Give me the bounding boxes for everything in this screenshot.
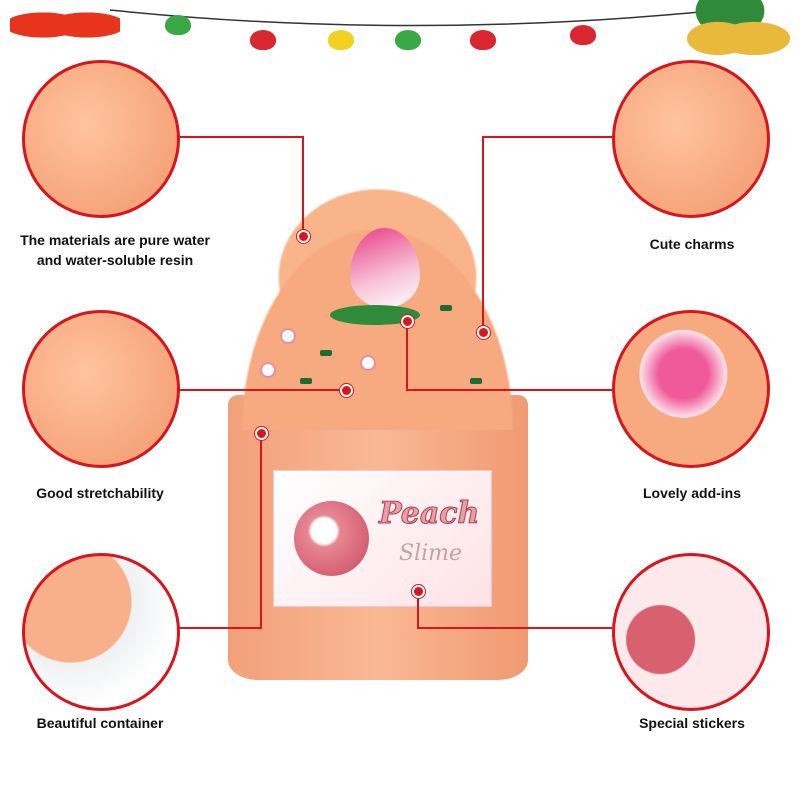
label-materials-line1: The materials are pure water xyxy=(20,232,210,248)
leaf-charm xyxy=(330,305,420,325)
callout-dot xyxy=(255,427,268,440)
connector-line xyxy=(482,136,612,138)
connector-line xyxy=(178,136,304,138)
sticker-title: Peach xyxy=(378,496,480,532)
detail-circle-materials xyxy=(22,60,180,218)
light-bulb-icon xyxy=(395,30,421,50)
callout-dot xyxy=(297,230,310,243)
detail-circle-stickers xyxy=(612,553,770,711)
connector-line xyxy=(482,136,484,331)
connector-line xyxy=(406,320,408,390)
jar-sticker: Peach Slime xyxy=(273,470,492,607)
connector-line xyxy=(178,627,262,629)
label-container: Beautiful container xyxy=(36,715,164,731)
connector-line xyxy=(417,590,419,628)
callout-dot xyxy=(401,315,414,328)
connector-line xyxy=(178,389,346,391)
peach-illustration xyxy=(294,501,369,576)
connector-line xyxy=(417,627,612,629)
callout-dot xyxy=(412,585,425,598)
bow-icon xyxy=(10,0,120,50)
detail-circle-addins xyxy=(612,310,770,468)
connector-line xyxy=(302,136,304,236)
detail-circle-container xyxy=(22,553,180,711)
light-bulb-icon xyxy=(570,25,596,45)
label-stretch: Good stretchability xyxy=(36,485,164,501)
sprinkle xyxy=(440,305,452,311)
detail-circle-stretch xyxy=(22,310,180,468)
light-bulb-icon xyxy=(165,15,191,35)
sticker-subtitle: Slime xyxy=(399,541,463,566)
label-addins: Lovely add-ins xyxy=(642,485,742,501)
peach-slice-charm xyxy=(280,328,296,344)
label-charms: Cute charms xyxy=(649,236,735,252)
garland-string xyxy=(109,9,701,27)
sprinkle xyxy=(470,378,482,384)
label-materials: The materials are pure water and water-s… xyxy=(0,230,230,270)
peach-charm xyxy=(350,228,420,308)
connector-line xyxy=(406,389,612,391)
light-bulb-icon xyxy=(250,30,276,50)
label-stickers: Special stickers xyxy=(639,715,745,731)
light-bulb-icon xyxy=(328,30,354,50)
bells-icon xyxy=(670,0,790,55)
detail-circle-charms xyxy=(612,60,770,218)
sprinkle xyxy=(300,378,312,384)
sprinkle xyxy=(320,350,332,356)
connector-line xyxy=(260,432,262,629)
light-bulb-icon xyxy=(470,30,496,50)
peach-slice-charm xyxy=(260,362,276,378)
label-materials-line2: and water-soluble resin xyxy=(36,252,194,268)
callout-dot xyxy=(477,326,490,339)
peach-slice-charm xyxy=(360,355,376,371)
callout-dot xyxy=(340,384,353,397)
